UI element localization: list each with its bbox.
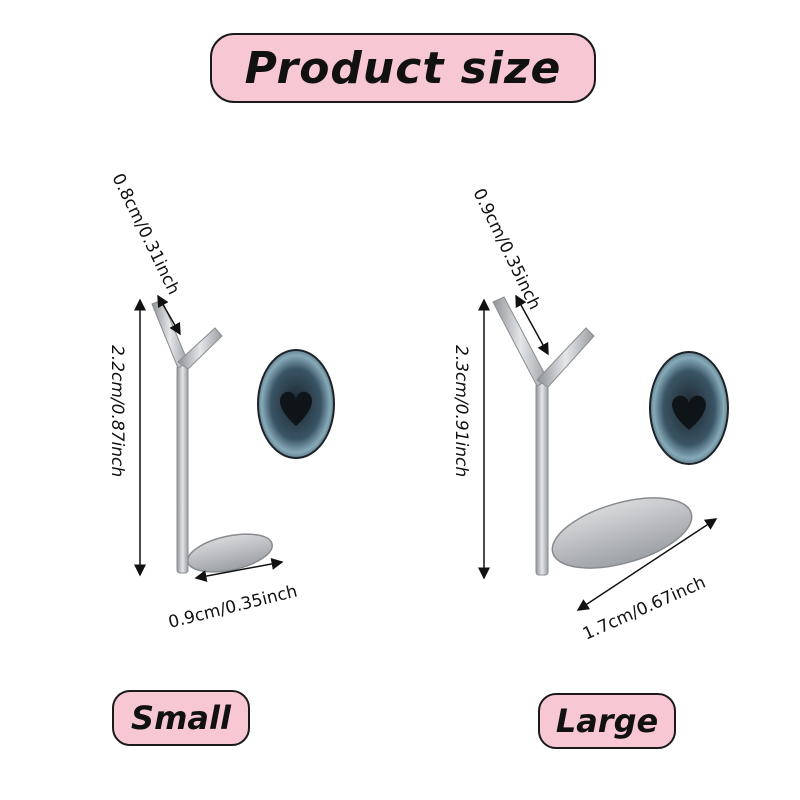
small-stand-right-arm [177, 327, 223, 370]
small-nail [257, 349, 335, 459]
large-stand-right-arm [536, 327, 595, 388]
small-size-label: Small [112, 690, 250, 746]
small-base-width-arrow [194, 558, 284, 582]
large-top-width-label: 0.9cm/0.35inch [469, 185, 545, 313]
large-base-width-arrow [576, 518, 718, 611]
small-base-width-label: 0.9cm/0.35inch [166, 581, 299, 632]
small-dimension-lines [134, 294, 284, 582]
small-height-label: 2.2cm/0.87inch [107, 345, 127, 477]
large-height-label: 2.3cm/0.91inch [451, 345, 471, 477]
small-top-width-label: 0.8cm/0.31inch [108, 170, 184, 298]
large-stand-left-arm [492, 296, 549, 387]
heart-icon [280, 391, 312, 426]
large-stand-stem [535, 382, 549, 576]
large-base-width-label: 1.7cm/0.67inch [580, 573, 709, 645]
small-stand [151, 299, 273, 574]
heart-icon [672, 395, 706, 430]
large-size-label: Large [538, 693, 676, 749]
small-stand-base [187, 533, 273, 573]
product-size-title: Product size [210, 33, 596, 103]
large-stand-base [551, 497, 693, 569]
large-dimension-lines [478, 294, 718, 611]
large-nail [649, 351, 729, 465]
small-top-width-arrow [157, 294, 181, 336]
large-top-width-arrow [515, 294, 549, 356]
small-stand-stem [176, 364, 189, 574]
